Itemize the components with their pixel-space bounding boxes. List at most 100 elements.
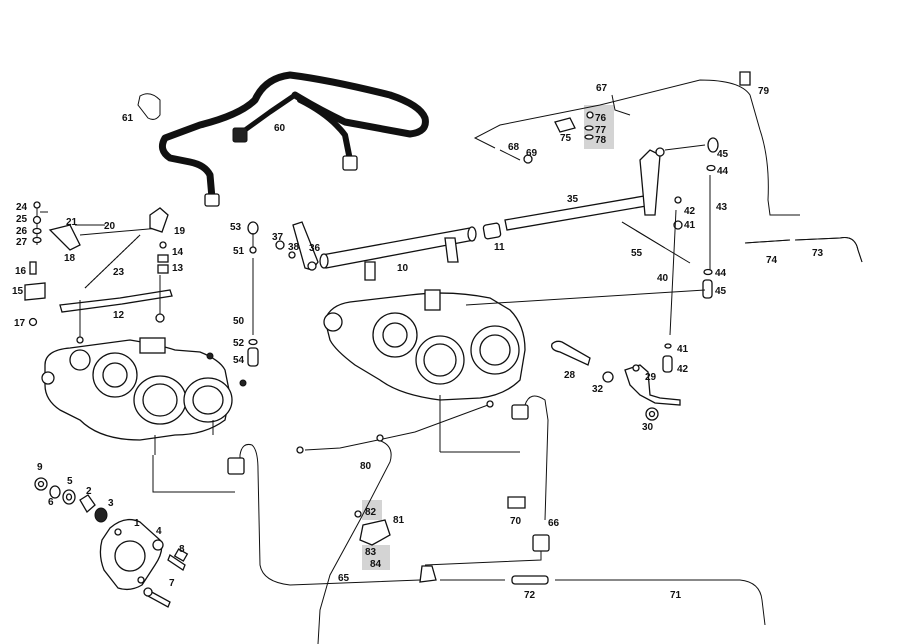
label-26: 26 <box>16 226 28 237</box>
cable-80 <box>296 400 494 644</box>
label-66: 66 <box>548 518 560 529</box>
hose-73-74 <box>744 237 863 263</box>
label-21: 21 <box>66 217 78 228</box>
label-10: 10 <box>397 263 409 274</box>
rod-40-43 <box>662 137 719 373</box>
label-78: 78 <box>595 135 607 146</box>
label-36: 36 <box>309 243 321 254</box>
label-68: 68 <box>508 142 520 153</box>
left-linkage <box>24 201 173 344</box>
lever-12 <box>59 289 173 313</box>
label-2: 2 <box>86 486 92 497</box>
label-19: 19 <box>174 226 186 237</box>
label-72: 72 <box>524 590 536 601</box>
hose-end-fitting <box>342 155 358 171</box>
label-37: 37 <box>272 232 284 243</box>
label-77: 77 <box>595 125 607 136</box>
clip-61 <box>137 93 161 120</box>
pipe-67 <box>473 71 800 216</box>
highlight-83-84 <box>362 545 390 570</box>
label-38: 38 <box>288 242 300 253</box>
label-16: 16 <box>15 266 27 277</box>
label-65: 65 <box>338 573 350 584</box>
label-70: 70 <box>510 516 522 527</box>
label-51: 51 <box>233 246 245 257</box>
label-14: 14 <box>172 247 184 258</box>
clip-70 <box>507 496 526 509</box>
clip-75 <box>554 117 576 133</box>
label-9: 9 <box>37 462 43 473</box>
label-83: 83 <box>365 547 377 558</box>
lever-36 <box>275 221 319 271</box>
label-76: 76 <box>595 113 607 124</box>
left-carburettor <box>41 337 247 455</box>
label-45a: 45 <box>717 149 729 160</box>
label-80: 80 <box>360 461 372 472</box>
fuel-hose-60 <box>137 71 429 207</box>
right-carburettor <box>323 289 526 453</box>
label-52: 52 <box>233 338 245 349</box>
label-53: 53 <box>230 222 242 233</box>
label-5: 5 <box>67 476 73 487</box>
rod-50-assembly <box>247 221 259 367</box>
flange-parts <box>34 477 189 608</box>
label-40: 40 <box>657 273 669 284</box>
label-41b: 41 <box>677 344 689 355</box>
label-18: 18 <box>64 253 76 264</box>
label-42b: 42 <box>677 364 689 375</box>
label-11: 11 <box>494 242 505 253</box>
label-24: 24 <box>16 202 28 213</box>
label-28: 28 <box>564 370 576 381</box>
label-71: 71 <box>670 590 682 601</box>
bracket-19 <box>149 207 169 233</box>
label-67: 67 <box>596 83 608 94</box>
label-1: 1 <box>134 518 140 529</box>
label-44b: 44 <box>715 268 727 279</box>
label-41a: 41 <box>684 220 696 231</box>
highlight-82 <box>362 500 382 520</box>
label-17: 17 <box>14 318 26 329</box>
label-79: 79 <box>758 86 770 97</box>
label-32: 32 <box>592 384 604 395</box>
label-55: 55 <box>631 248 643 259</box>
label-30: 30 <box>642 422 654 433</box>
linkage-parts-28-32 <box>551 340 681 421</box>
label-12: 12 <box>113 310 125 321</box>
label-84: 84 <box>370 559 382 570</box>
label-29: 29 <box>645 372 657 383</box>
label-4: 4 <box>156 526 162 537</box>
label-23: 23 <box>113 267 125 278</box>
label-60: 60 <box>274 123 286 134</box>
label-69: 69 <box>526 148 538 159</box>
label-7: 7 <box>169 578 175 589</box>
label-74: 74 <box>766 255 778 266</box>
label-6: 6 <box>48 497 54 508</box>
label-27: 27 <box>16 237 28 248</box>
part-numbers: 1 2 3 4 5 6 7 8 9 10 11 12 13 14 15 16 1… <box>12 83 824 601</box>
label-81: 81 <box>393 515 405 526</box>
label-75: 75 <box>560 133 572 144</box>
label-15: 15 <box>12 286 24 297</box>
label-3: 3 <box>108 498 114 509</box>
bracket-18 <box>48 224 81 251</box>
spring-55 <box>621 196 691 264</box>
label-61: 61 <box>122 113 134 124</box>
bracket-15 <box>24 282 46 301</box>
hose-end-fitting <box>204 193 220 207</box>
label-44a: 44 <box>717 166 729 177</box>
throttle-shaft-10 <box>319 222 502 281</box>
label-54: 54 <box>233 355 245 366</box>
label-42a: 42 <box>684 206 696 217</box>
label-73: 73 <box>812 248 824 259</box>
label-25: 25 <box>16 214 28 225</box>
shaft-35 <box>504 147 665 231</box>
label-20: 20 <box>104 221 116 232</box>
label-45b: 45 <box>715 286 727 297</box>
label-13: 13 <box>172 263 184 274</box>
hose-t-fitting <box>232 127 248 143</box>
label-35: 35 <box>567 194 579 205</box>
label-82: 82 <box>365 507 377 518</box>
label-8: 8 <box>179 544 185 555</box>
label-50: 50 <box>233 316 245 327</box>
